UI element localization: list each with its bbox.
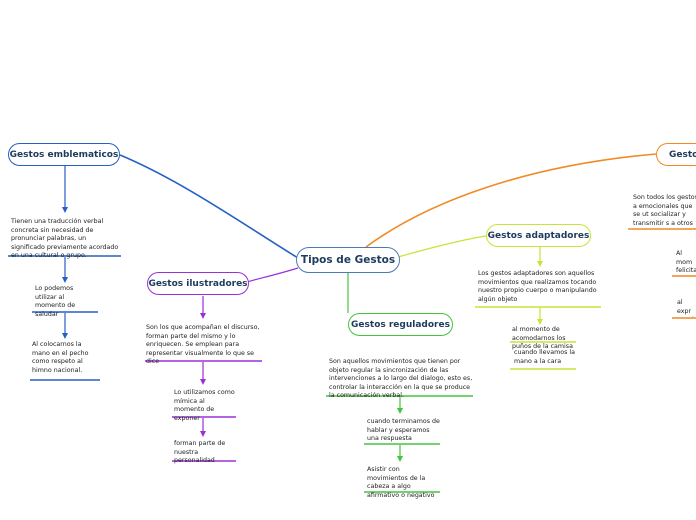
topic-reguladores-label: Gestos reguladores [351,319,450,330]
emblematicos-note-3: Al colocarnos la mano en el pecho como r… [32,341,89,374]
reguladores-note-2: cuando terminamos de hablar y esperamos … [367,418,440,443]
cut-note-1: Son todos los gestos a emocionales que s… [633,194,696,227]
connector-center-ilustradores [243,267,299,284]
topic-cut-off-label: Gestos [669,149,696,160]
adaptadores-note-1: Los gestos adaptadores son aquellos movi… [478,270,597,303]
ilustradores-note-2: Lo utilizamos como mímica al momento de … [174,389,235,422]
ilustradores-note-1: Son los que acompañan el discurso, forma… [146,324,260,366]
topic-ilustradores[interactable]: Gestos ilustradores [147,272,249,295]
topic-ilustradores-label: Gestos ilustradores [148,278,248,289]
reguladores-note-3: Asistir con movimientos de la cabeza a a… [367,466,435,499]
connector-center-emblematicos [119,154,299,259]
emblematicos-note-1: Tienen una traducción verbal concreta si… [11,218,119,260]
cut-note-3: al expr nuestr [677,299,696,317]
emblematicos-note-2: Lo podemos utilizar al momento de saluda… [35,285,76,318]
reguladores-note-1: Son aquellos movimientos que tienen por … [329,358,473,400]
topic-emblematicos-label: Gestos emblematicos [9,149,119,160]
topic-adaptadores[interactable]: Gestos adaptadores [486,224,591,247]
ilustradores-note-3: forman parte de nuestra personalidad [174,440,226,465]
cut-note-2: Al mom felicitar por un l [676,250,696,276]
topic-adaptadores-label: Gestos adaptadores [487,230,590,241]
topic-cut-off[interactable]: Gestos [656,143,696,166]
topic-reguladores[interactable]: Gestos reguladores [348,313,453,336]
adaptadores-note-3: cuando llevamos la mano a la cara [514,349,575,365]
adaptadores-note-2: al momento de acomodarnos los puños de l… [512,326,573,351]
connector-center-adaptadores [397,235,487,258]
connector-center-cut [365,153,657,248]
topic-emblematicos[interactable]: Gestos emblematicos [8,143,120,166]
central-topic[interactable]: Tipos de Gestos [296,247,400,273]
central-topic-label: Tipos de Gestos [300,254,396,266]
